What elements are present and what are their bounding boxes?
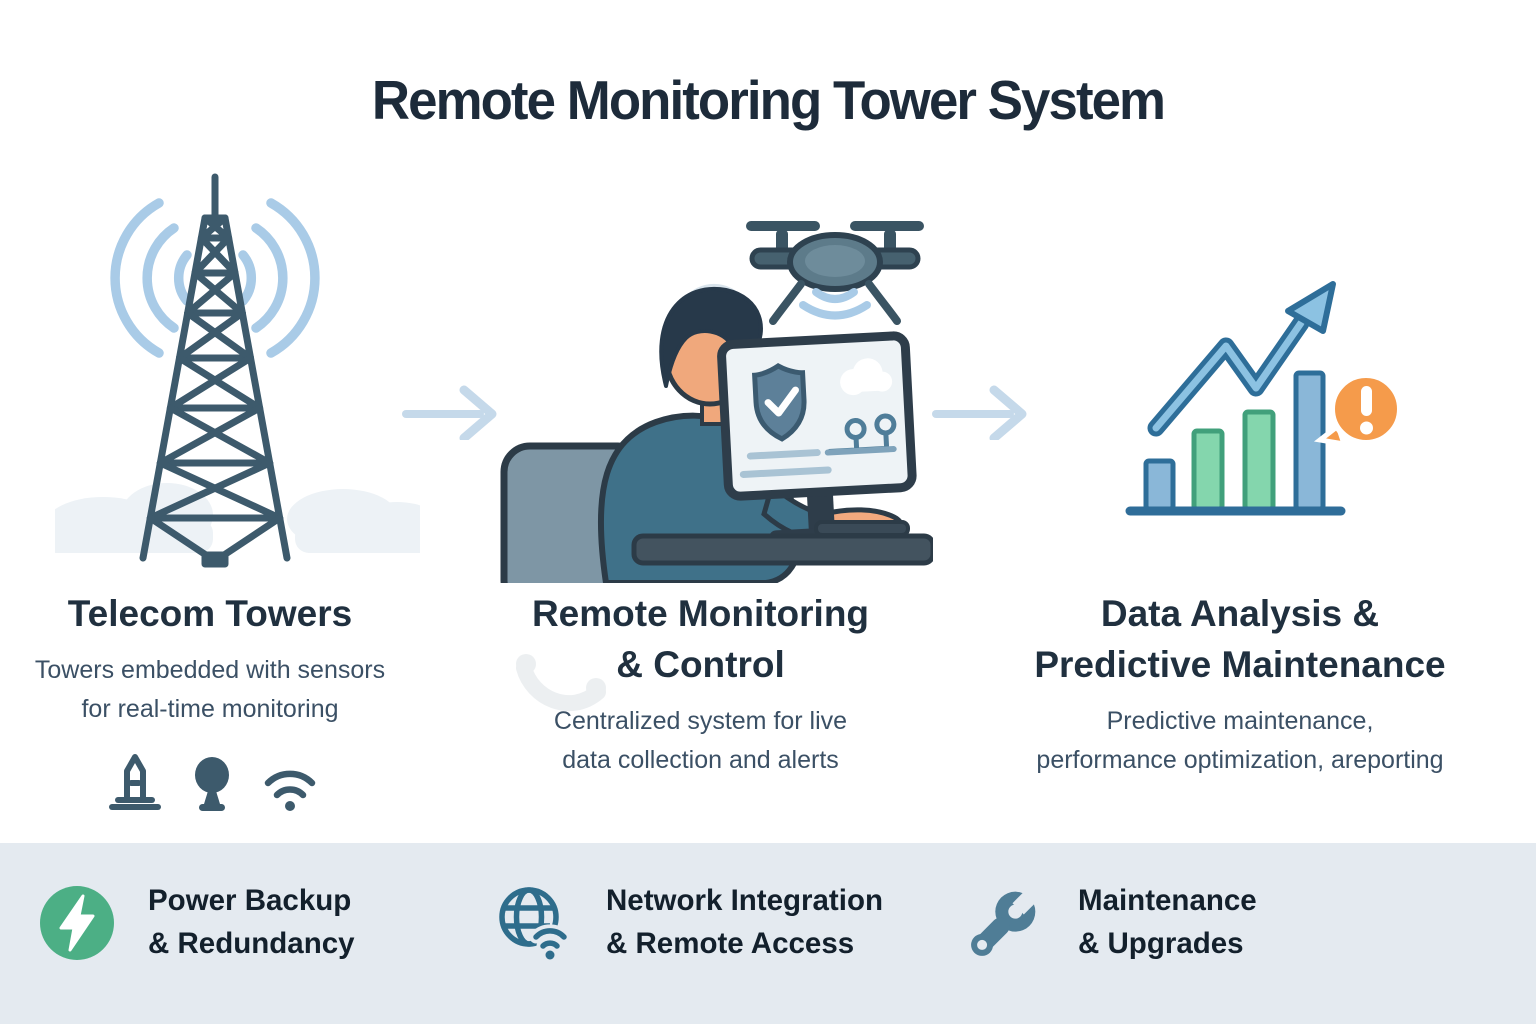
column-heading: Telecom Towers bbox=[0, 588, 420, 639]
heading-line: Predictive Maintenance bbox=[1034, 644, 1446, 686]
heading-line: Telecom Towers bbox=[67, 593, 353, 634]
column-remote-monitoring: Remote Monitoring & Control Centralized … bbox=[478, 588, 923, 780]
column-subtext: Towers embedded with sensors for real-ti… bbox=[0, 651, 420, 729]
heading-line: Data Analysis & bbox=[1100, 593, 1380, 634]
antenna-sensor-icon bbox=[109, 754, 161, 810]
subtext-line: for real-time monitoring bbox=[81, 695, 339, 724]
monitor bbox=[717, 331, 917, 545]
dome-sensor-icon bbox=[195, 757, 229, 811]
screen-text-bars bbox=[739, 449, 832, 478]
column-heading: Data Analysis & Predictive Maintenance bbox=[985, 588, 1495, 690]
wrench-icon bbox=[971, 887, 1040, 956]
shield-check-icon bbox=[752, 363, 807, 442]
ghost-handset-icon bbox=[516, 654, 606, 711]
heading-line: & Control bbox=[616, 644, 785, 686]
right-arrow-icon bbox=[402, 385, 497, 440]
footer-label-line: Maintenance bbox=[1078, 884, 1257, 918]
network-nodes-icon bbox=[824, 413, 897, 456]
wifi-icon bbox=[264, 770, 316, 811]
signal-waves-icon bbox=[110, 198, 320, 358]
footer-item-label: Network Integration & Remote Access bbox=[606, 880, 883, 966]
desk bbox=[631, 520, 933, 566]
column-heading: Remote Monitoring & Control bbox=[478, 588, 923, 690]
footer-item-label: Power Backup & Redundancy bbox=[148, 880, 355, 966]
cloud-shapes bbox=[55, 483, 420, 553]
subtext-line: Predictive maintenance, bbox=[1106, 707, 1374, 736]
footer-item-label: Maintenance & Upgrades bbox=[1078, 880, 1257, 966]
column-subtext: Predictive maintenance, performance opti… bbox=[985, 702, 1495, 780]
heading-line: Remote Monitoring bbox=[531, 593, 870, 634]
footer-label-line: & Upgrades bbox=[1078, 927, 1244, 960]
subtext-line: Towers embedded with sensors bbox=[34, 656, 386, 685]
subtext-line: data collection and alerts bbox=[562, 746, 839, 775]
globe-wifi-icon bbox=[499, 887, 571, 960]
footer-item-power-backup: Power Backup & Redundancy bbox=[38, 843, 355, 1003]
trend-arrow-icon bbox=[1147, 281, 1336, 437]
subtext-line: Centralized system for live bbox=[553, 707, 848, 736]
alert-bubble-icon bbox=[1313, 372, 1403, 448]
footer-label-line: & Remote Access bbox=[606, 927, 855, 960]
operator-workstation-drone-illustration bbox=[500, 221, 933, 583]
column-telecom-towers: Telecom Towers Towers embedded with sens… bbox=[0, 588, 420, 729]
right-arrow-icon bbox=[932, 385, 1027, 440]
column-subtext: Centralized system for live data collect… bbox=[478, 702, 923, 780]
column-data-analysis: Data Analysis & Predictive Maintenance P… bbox=[985, 588, 1495, 780]
telecom-tower-illustration bbox=[55, 173, 420, 568]
footer-item-maintenance: Maintenance & Upgrades bbox=[962, 843, 1257, 1003]
bar-chart-bars bbox=[1143, 370, 1326, 512]
footer-label-line: & Redundancy bbox=[148, 927, 355, 960]
footer-item-network-integration: Network Integration & Remote Access bbox=[492, 843, 883, 1003]
drone-icon bbox=[746, 221, 924, 325]
footer-label-line: Network Integration bbox=[606, 884, 883, 918]
footer-band: Power Backup & Redundancy Network Inte bbox=[0, 843, 1536, 1024]
page-title: Remote Monitoring Tower System bbox=[371, 69, 1166, 131]
growth-chart-alert-illustration bbox=[1125, 281, 1403, 516]
sensor-icons-row bbox=[109, 754, 316, 811]
subtext-line: performance optimization, areporting bbox=[1036, 746, 1444, 775]
lightning-icon bbox=[40, 886, 114, 960]
lattice-tower bbox=[139, 173, 291, 568]
footer-label-line: Power Backup bbox=[148, 884, 352, 918]
cloud-icon bbox=[840, 358, 893, 396]
